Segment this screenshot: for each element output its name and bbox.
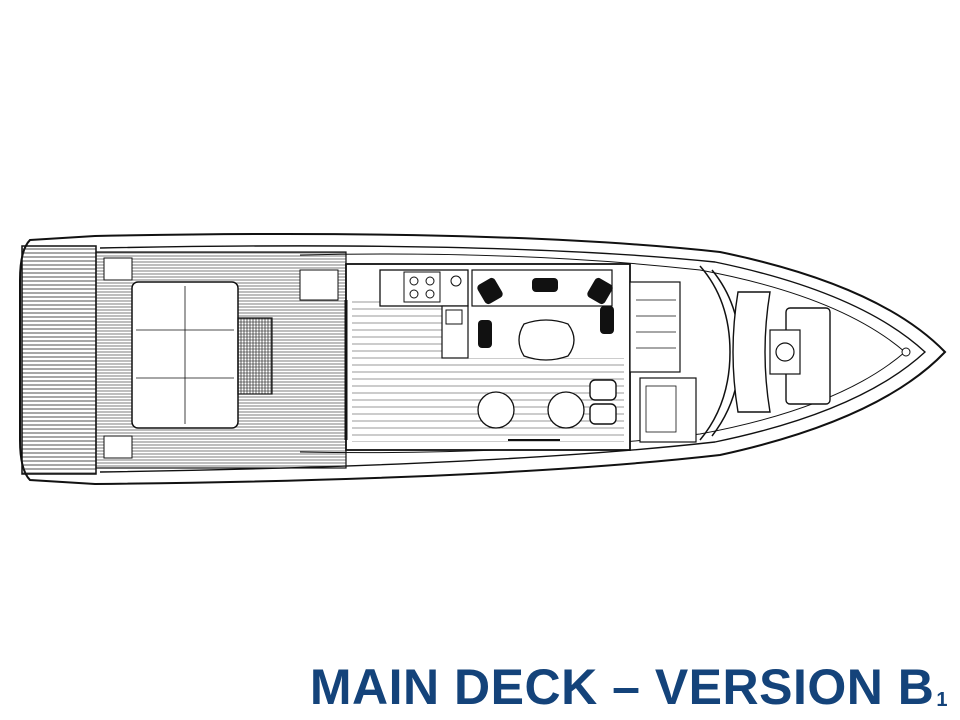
helm-stairs — [629, 281, 697, 443]
cushion-3 — [587, 277, 613, 305]
cushion-4 — [478, 320, 492, 348]
cooktop — [403, 271, 441, 303]
swim-platform — [21, 245, 97, 475]
saloon-table — [518, 319, 575, 361]
aft-step-bottom — [103, 435, 133, 459]
aft-cockpit — [95, 251, 347, 469]
deck-title-subscript: 1 — [936, 689, 948, 711]
helm-seat-1 — [589, 379, 617, 401]
cushion-1 — [477, 277, 503, 305]
cockpit-table — [237, 317, 273, 395]
aft-step-top — [103, 257, 133, 281]
saloon-floor — [352, 300, 444, 442]
stool-1 — [477, 391, 515, 429]
anchor-point — [901, 347, 911, 357]
saloon — [344, 263, 631, 451]
cushion-5 — [600, 306, 614, 334]
side-steps — [299, 269, 339, 301]
cushion-2 — [532, 278, 558, 292]
deck-title-text: MAIN DECK – VERSION B — [309, 659, 935, 715]
stool-2 — [547, 391, 585, 429]
deck-hatch — [769, 329, 801, 375]
foredeck — [732, 291, 911, 413]
helm-seat-2 — [589, 403, 617, 425]
helm-console — [639, 377, 697, 443]
